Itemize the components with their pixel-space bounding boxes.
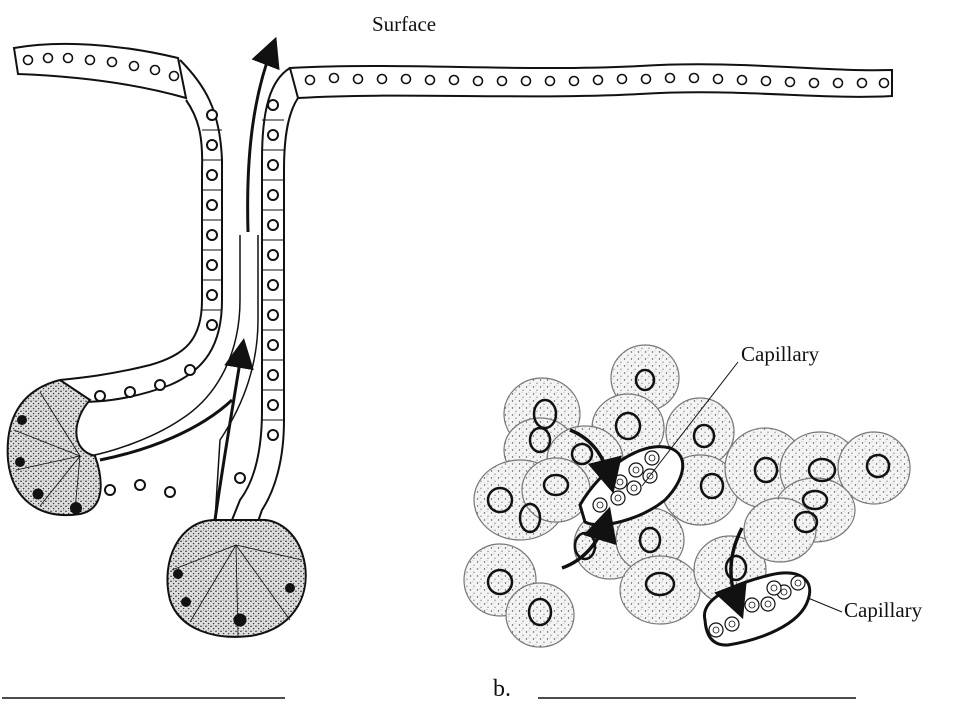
capillary-label-lower: Capillary [844,598,922,623]
capillary-leader-lower [808,598,842,612]
part-b-label: b. [493,676,511,703]
surface-label: Surface [372,12,436,37]
secretion-arrow-up [248,48,272,232]
capillary-label-upper: Capillary [741,342,819,367]
acinus-left [8,380,101,515]
